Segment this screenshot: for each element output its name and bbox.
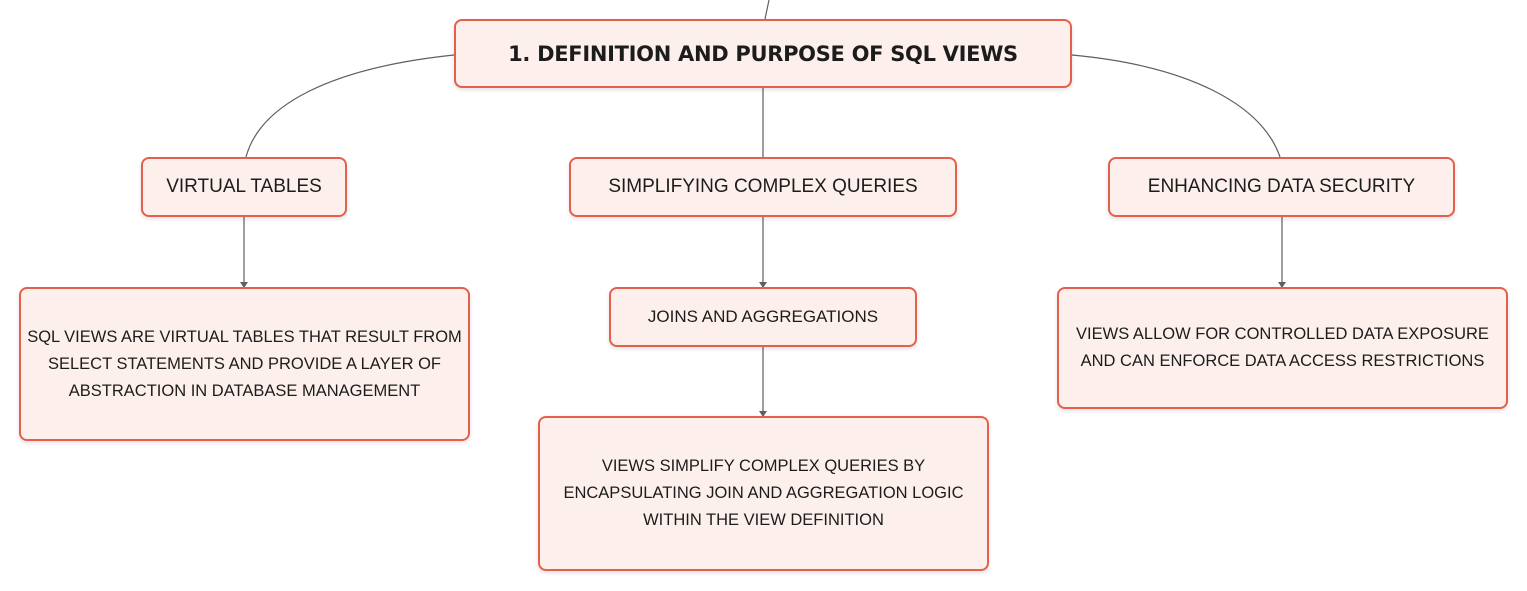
topic-node-virtual-tables[interactable]: VIRTUAL TABLES (141, 157, 347, 217)
detail-text-enhancing-data-security: VIEWS ALLOW FOR CONTROLLED DATA EXPOSURE… (1076, 325, 1489, 370)
subtopic-node-joins-and-aggregations[interactable]: JOINS AND AGGREGATIONS (609, 287, 917, 347)
topic-node-simplifying-complex-queries[interactable]: SIMPLIFYING COMPLEX QUERIES (569, 157, 957, 217)
topic-label-enhancing-data-security: ENHANCING DATA SECURITY (1147, 176, 1416, 197)
topic-label-simplifying-complex-queries: SIMPLIFYING COMPLEX QUERIES (608, 176, 918, 197)
connector-parent-to-root (764, 0, 770, 20)
connector-root-to-data-security (1071, 54, 1281, 158)
topic-label-virtual-tables: VIRTUAL TABLES (166, 176, 322, 197)
detail-text-joins-and-aggregations: VIEWS SIMPLIFY COMPLEX QUERIES BY ENCAPS… (563, 457, 964, 529)
detail-text-virtual-tables: SQL VIEWS ARE VIRTUAL TABLES THAT RESULT… (27, 327, 462, 400)
root-topic-label: 1. DEFINITION AND PURPOSE OF SQL VIEWS (508, 41, 1018, 66)
detail-node-joins-and-aggregations[interactable]: VIEWS SIMPLIFY COMPLEX QUERIES BY ENCAPS… (538, 416, 989, 571)
root-topic-node[interactable]: 1. DEFINITION AND PURPOSE OF SQL VIEWS (454, 19, 1072, 88)
subtopic-label-joins-and-aggregations: JOINS AND AGGREGATIONS (647, 307, 879, 326)
detail-node-enhancing-data-security[interactable]: VIEWS ALLOW FOR CONTROLLED DATA EXPOSURE… (1057, 287, 1508, 409)
connector-root-to-virtual-tables (245, 54, 455, 158)
topic-node-enhancing-data-security[interactable]: ENHANCING DATA SECURITY (1108, 157, 1455, 217)
detail-node-virtual-tables[interactable]: SQL VIEWS ARE VIRTUAL TABLES THAT RESULT… (19, 287, 470, 441)
